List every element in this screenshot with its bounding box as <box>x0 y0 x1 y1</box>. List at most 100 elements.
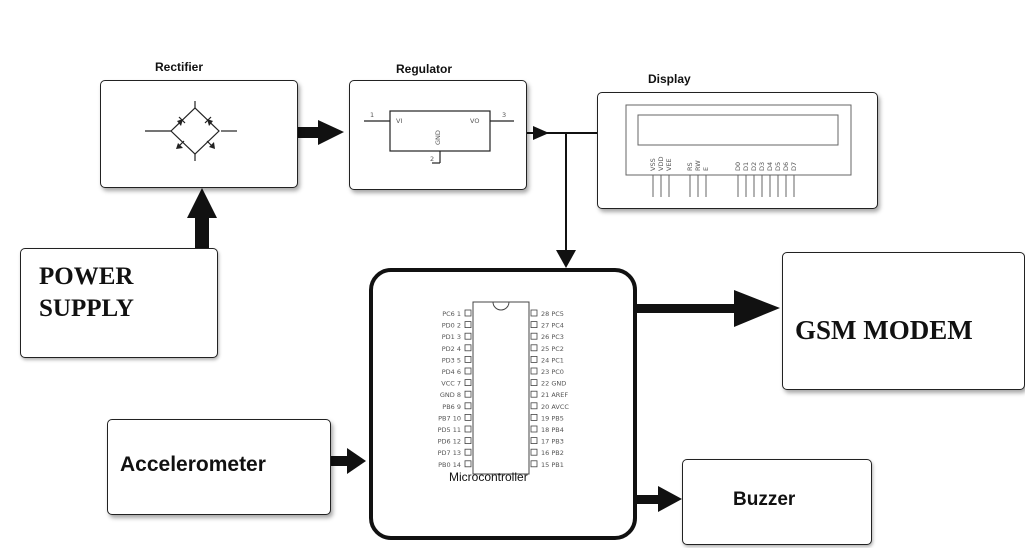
regulator-pin-gnd: 2 <box>430 155 434 163</box>
chip-pin-label: 28 PC5 <box>541 310 564 318</box>
chip-pin-label: VCC 7 <box>441 380 461 388</box>
buzzer-block: Buzzer <box>682 459 872 545</box>
power-supply-line1: POWER <box>39 263 134 290</box>
chip-pin-pad <box>464 379 472 386</box>
lcd-pin-label: E <box>702 167 710 171</box>
chip-pin-label: 19 PB5 <box>541 414 564 422</box>
chip-pin-label: 23 PC0 <box>541 368 564 376</box>
power-supply-line2: SUPPLY <box>39 295 134 322</box>
chip-pin-pad <box>464 344 472 352</box>
microcontroller-block: PC6 1 PD0 2 PD1 3 PD2 4 PD3 5 PD4 6 VCC 7 GND 8… <box>369 268 637 540</box>
rectifier-block <box>100 80 298 188</box>
microcontroller-label: Microcontroller <box>449 470 528 484</box>
lcd-pin-label: D3 <box>758 162 766 171</box>
chip-pin-pad <box>464 414 472 421</box>
chip-pin-label: PD2 4 <box>442 345 461 353</box>
arrow-microcontroller-to-buzzer <box>636 486 682 512</box>
chip-pin-pad <box>464 367 472 375</box>
lcd-pin-label: VSS <box>649 158 657 171</box>
regulator-vi: VI <box>396 117 402 125</box>
arrow-accelerometer-to-microcontroller <box>331 448 366 474</box>
lcd-pin-label: D0 <box>734 162 742 171</box>
chip-pin-pad <box>530 448 538 456</box>
lcd-pin-label: D5 <box>774 162 782 171</box>
chip-pin-pad <box>464 448 472 456</box>
chip-pin-pad <box>530 367 538 375</box>
chip-pin-label: PC6 1 <box>442 310 461 318</box>
chip-pin-label: 24 PC1 <box>541 356 564 364</box>
chip-pin-label: PB0 14 <box>438 461 461 469</box>
power-supply-block: POWER SUPPLY <box>20 248 218 358</box>
regulator-vo: VO <box>470 117 479 125</box>
arrow-microcontroller-to-gsm <box>636 290 780 327</box>
lcd-pin-label: D4 <box>766 162 774 171</box>
lcd-pin-label: RW <box>694 160 702 171</box>
chip-pin-label: 20 AVCC <box>541 403 569 411</box>
chip-pin-pad <box>464 460 472 468</box>
chip-pin-label: PB7 10 <box>438 414 461 422</box>
voltage-regulator-symbol: 1 3 2 VI VO GND <box>364 110 514 164</box>
chip-pin-pad <box>530 379 538 386</box>
chip-pin-label: 16 PB2 <box>541 449 564 457</box>
accelerometer-label: Accelerometer <box>120 453 266 476</box>
arrow-regulator-to-display <box>527 126 597 140</box>
chip-pin-pad <box>530 344 538 352</box>
chip-pin-label: GND 8 <box>440 391 461 399</box>
chip-pin-label: PD7 13 <box>438 449 461 457</box>
arrow-supply-to-microcontroller <box>556 133 576 268</box>
lcd-pin-label: RS <box>686 162 694 171</box>
chip-pin-label: PD0 2 <box>442 322 461 330</box>
chip-pin-label: PD1 3 <box>442 333 461 341</box>
display-title: Display <box>648 72 691 86</box>
chip-pin-label: 22 GND <box>541 380 566 388</box>
chip-pin-label: 15 PB1 <box>541 461 564 469</box>
chip-pin-label: PD6 12 <box>438 438 461 446</box>
chip-pin-pad <box>464 356 472 363</box>
chip-pin-pad <box>464 437 472 445</box>
lcd-pin-label: D2 <box>750 162 758 171</box>
chip-pin-pad <box>464 309 472 317</box>
arrow-power-to-rectifier <box>187 188 217 248</box>
accelerometer-block: Accelerometer <box>107 419 331 515</box>
chip-pin-pad <box>530 332 538 340</box>
buzzer-label: Buzzer <box>733 489 796 510</box>
rectifier-title: Rectifier <box>155 60 204 74</box>
chip-pin-pad <box>530 460 538 468</box>
chip-pin-pad <box>464 425 472 433</box>
chip-pin-label: 26 PC3 <box>541 333 564 341</box>
chip-pin-pad <box>530 414 538 421</box>
chip-pin-label: 27 PC4 <box>541 322 564 330</box>
chip-pin-pad <box>464 402 472 410</box>
chip-pin-label: 18 PB4 <box>541 426 564 434</box>
chip-pin-pad <box>530 321 538 329</box>
chip-pin-label: PB6 9 <box>442 403 461 411</box>
gsm-modem-label: GSM MODEM <box>795 315 973 345</box>
lcd-pin-label: D1 <box>742 162 750 171</box>
chip-pin-label: PD5 11 <box>438 426 461 434</box>
bridge-rectifier-symbol <box>145 101 237 161</box>
chip-pin-pad <box>530 402 538 410</box>
regulator-title: Regulator <box>396 62 453 76</box>
chip-pin-pad <box>530 437 538 445</box>
lcd-pin-label: VEE <box>665 158 673 171</box>
chip-pin-pad <box>464 390 472 398</box>
chip-pin-label: 17 PB3 <box>541 438 564 446</box>
lcd-pin-label: D6 <box>782 162 790 171</box>
gsm-modem-block: GSM MODEM <box>782 252 1025 390</box>
chip-pin-pad <box>464 332 472 340</box>
chip-pin-label: PD4 6 <box>442 368 461 376</box>
chip-pin-label: 25 PC2 <box>541 345 564 353</box>
regulator-gnd: GND <box>434 130 442 145</box>
regulator-pin-out: 3 <box>502 111 506 119</box>
lcd-pin-label: VDD <box>657 157 665 171</box>
chip-pin-pad <box>530 390 538 398</box>
chip-pin-pad <box>530 309 538 317</box>
chip-pin-pad <box>530 425 538 433</box>
lcd-pin-label: D7 <box>790 162 798 171</box>
ic-chip-symbol: PC6 1 PD0 2 PD1 3 PD2 4 PD3 5 PD4 6 VCC 7 GND 8… <box>438 301 569 475</box>
arrow-rectifier-to-regulator <box>298 120 344 145</box>
chip-pin-label: PD3 5 <box>442 356 461 364</box>
regulator-pin-in: 1 <box>370 111 374 119</box>
